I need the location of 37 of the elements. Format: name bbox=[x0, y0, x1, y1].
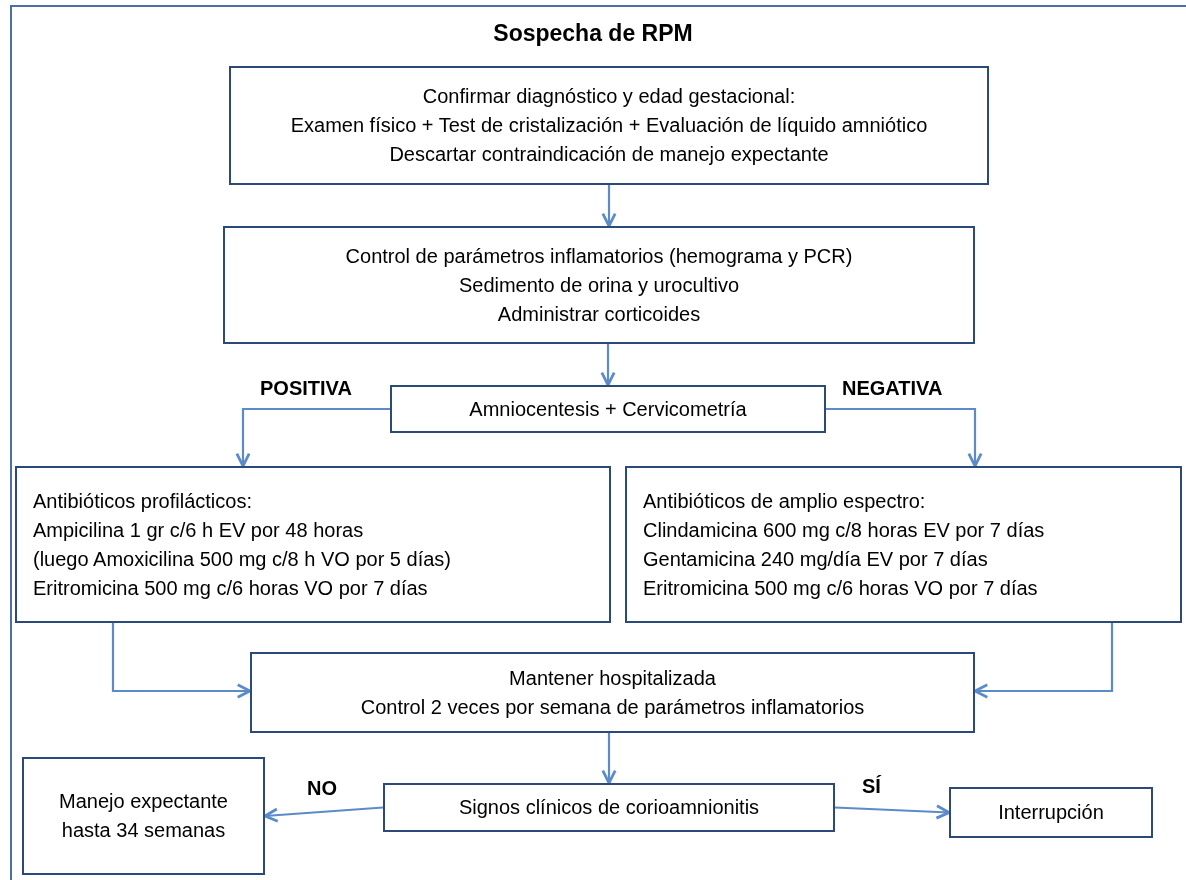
box-text: Administrar corticoides bbox=[497, 301, 701, 327]
box-text: Interrupción bbox=[998, 800, 1104, 825]
process-box bbox=[223, 226, 975, 344]
box-text: Gentamicina 240 mg/día EV por 7 días bbox=[643, 546, 988, 572]
process-box bbox=[949, 787, 1153, 838]
diagram-title: Sospecha de RPM bbox=[492, 19, 694, 48]
process-box bbox=[625, 466, 1182, 623]
process-box bbox=[229, 66, 989, 185]
arrow bbox=[826, 407, 983, 468]
arrow bbox=[601, 185, 617, 228]
box-text: Amniocentesis + Cervicometría bbox=[469, 396, 747, 422]
process-box bbox=[383, 783, 835, 832]
box-text: Control 2 veces por semana de parámetros inflamatorios bbox=[360, 694, 865, 720]
box-text: Clindamicina 600 mg c/8 horas EV por 7 días bbox=[643, 517, 1045, 543]
box-text: Examen físico + Test de cristalización + Evaluación de líquido amniótico bbox=[290, 113, 928, 138]
box-text: Confirmar diagnóstico y edad gestacional: bbox=[422, 84, 796, 109]
box-text: Antibióticos profilácticos: bbox=[33, 488, 252, 514]
box-text: Antibióticos de amplio espectro: bbox=[643, 488, 926, 514]
box-text: (luego Amoxicilina 500 mg c/8 h VO por 5 días) bbox=[33, 546, 451, 572]
box-text: Descartar contraindicación de manejo expectante bbox=[389, 142, 829, 167]
box-text: Sedimento de orina y urocultivo bbox=[458, 272, 740, 298]
box-text: Control de parámetros inflamatorios (hemograma y PCR) bbox=[345, 243, 853, 269]
arrow bbox=[600, 344, 616, 387]
process-box bbox=[22, 757, 265, 875]
box-text: Manejo expectante hasta 34 semanas bbox=[58, 789, 229, 843]
box-text: Eritromicina 500 mg c/6 horas VO por 7 días bbox=[33, 575, 428, 601]
process-box bbox=[250, 652, 975, 733]
arrow bbox=[111, 623, 252, 699]
box-text: Mantener hospitalizada bbox=[509, 665, 716, 691]
box-text: Ampicilina 1 gr c/6 h EV por 48 horas bbox=[33, 517, 364, 543]
process-box bbox=[390, 385, 826, 433]
box-text: Signos clínicos de corioamnionitis bbox=[458, 795, 760, 820]
process-box bbox=[15, 466, 611, 623]
arrow bbox=[601, 733, 617, 785]
box-text: Eritromicina 500 mg c/6 horas VO por 7 días bbox=[643, 575, 1038, 601]
arrow bbox=[834, 804, 951, 820]
arrow bbox=[235, 407, 390, 468]
